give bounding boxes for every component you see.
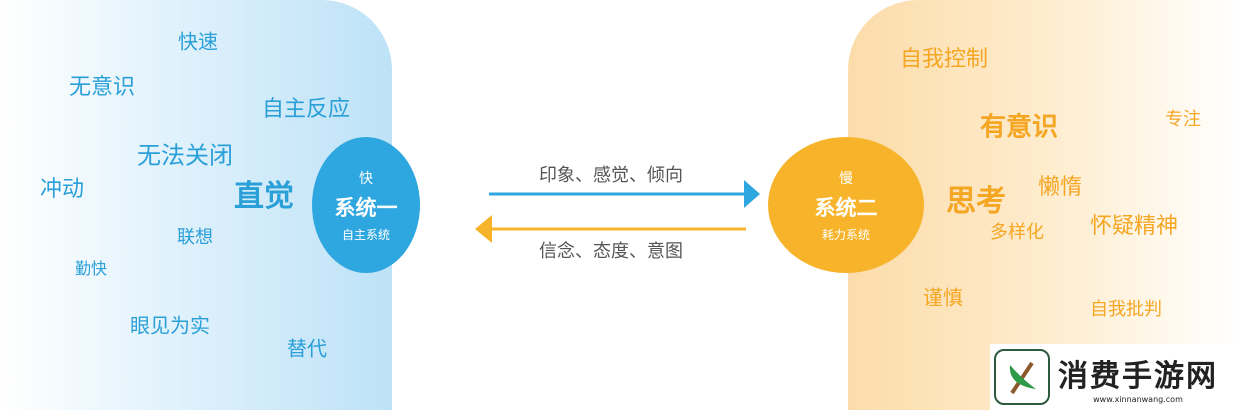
trait-word: 无意识 — [69, 75, 136, 100]
system2-node: 慢 系统二 耗力系统 — [768, 137, 924, 273]
system1-node: 快 系统一 自主系统 — [312, 137, 420, 273]
forward-arrow — [489, 180, 760, 208]
trait-word: 自我批判 — [1090, 299, 1162, 320]
trait-word: 勤快 — [75, 259, 108, 278]
watermark-logo-icon — [994, 349, 1050, 405]
trait-word: 眼见为实 — [130, 313, 210, 338]
trait-word: 自主反应 — [262, 97, 351, 122]
system1-name: 系统一 — [334, 195, 398, 220]
watermark: 消费手游网 www.xinnanwang.com — [990, 344, 1240, 410]
trait-word: 谨慎 — [923, 285, 963, 310]
backward-arrow-label: 信念、态度、意图 — [539, 241, 683, 262]
system2-speed: 慢 — [839, 170, 853, 187]
trait-word: 联想 — [177, 227, 213, 248]
trait-word: 怀疑精神 — [1090, 214, 1179, 239]
system1-speed: 快 — [359, 170, 373, 187]
trait-word: 有意识 — [980, 112, 1059, 143]
trait-word: 无法关闭 — [137, 141, 233, 170]
watermark-title: 消费手游网 — [1058, 358, 1218, 394]
system2-name: 系统二 — [814, 195, 878, 220]
trait-word: 自我控制 — [900, 47, 989, 72]
trait-word: 直觉 — [234, 179, 294, 214]
backward-arrow — [475, 215, 746, 243]
trait-word: 思考 — [946, 184, 1006, 219]
trait-word: 快速 — [178, 29, 218, 54]
trait-word: 专注 — [1165, 109, 1201, 130]
forward-arrow-label: 印象、感觉、倾向 — [539, 165, 683, 186]
trait-word: 冲动 — [40, 177, 85, 202]
trait-word: 多样化 — [990, 222, 1044, 243]
system2-subtitle: 耗力系统 — [821, 227, 870, 242]
trait-word: 懒惰 — [1038, 175, 1083, 200]
watermark-url: www.xinnanwang.com — [1093, 394, 1183, 404]
system1-subtitle: 自主系统 — [341, 227, 390, 242]
arrows — [475, 180, 760, 243]
trait-word: 替代 — [287, 336, 327, 361]
